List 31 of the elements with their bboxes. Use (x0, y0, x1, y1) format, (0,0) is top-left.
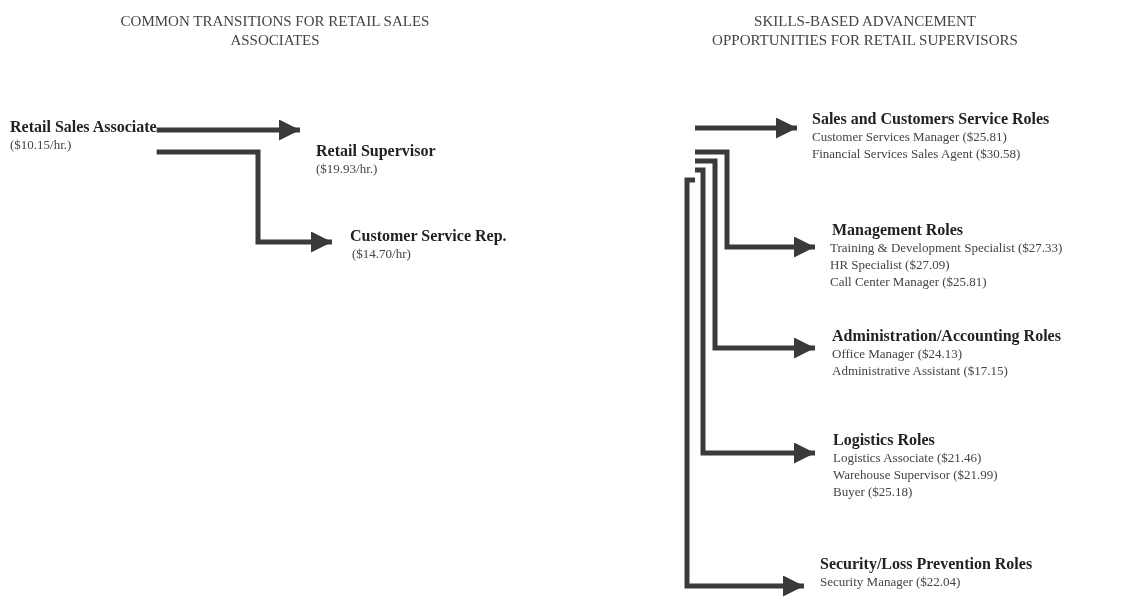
job-wage-text: Administrative Assistant ($17.15) (832, 362, 1008, 379)
section-heading: SKILLS-BASED ADVANCEMENT OPPORTUNITIES FOR RETAIL SUPERVISORS (711, 12, 1019, 50)
job-wage-text: Customer Services Manager ($25.81) (812, 128, 1007, 145)
role-title: Customer Service Rep. (350, 226, 507, 245)
job-wage-text: Buyer ($25.18) (833, 483, 913, 500)
arrow (156, 149, 332, 253)
job-wage-text: Office Manager ($24.13) (832, 345, 963, 362)
job-wage-text: HR Specialist ($27.09) (830, 256, 950, 273)
arrow (695, 117, 797, 139)
section-heading: COMMON TRANSITIONS FOR RETAIL SALES ASSOCIATES (119, 12, 431, 50)
role-title: Retail Sales Associate (10, 117, 157, 136)
arrow (695, 167, 815, 464)
arrow (684, 177, 804, 597)
role-title: Management Roles (832, 220, 964, 239)
role-title: Security/Loss Prevention Roles (820, 554, 1033, 573)
job-wage-text: Warehouse Supervisor ($21.99) (833, 466, 998, 483)
arrow (156, 119, 300, 141)
job-wage-text: ($19.93/hr.) (316, 160, 378, 177)
role-title: Sales and Customers Service Roles (812, 109, 1050, 128)
job-wage-text: Security Manager ($22.04) (820, 573, 961, 590)
role-title: Retail Supervisor (316, 141, 436, 160)
arrow (695, 149, 815, 258)
role-title: Administration/Accounting Roles (832, 326, 1061, 345)
job-wage-text: ($14.70/hr) (352, 245, 411, 262)
job-wage-text: Call Center Manager ($25.81) (830, 273, 987, 290)
role-title: Logistics Roles (833, 430, 935, 449)
job-wage-text: Logistics Associate ($21.46) (833, 449, 982, 466)
job-wage-text: ($10.15/hr.) (10, 136, 72, 153)
arrow (695, 158, 815, 359)
job-wage-text: Training & Development Specialist ($27.33) (830, 239, 1063, 256)
job-wage-text: Financial Services Sales Agent ($30.58) (812, 145, 1021, 162)
